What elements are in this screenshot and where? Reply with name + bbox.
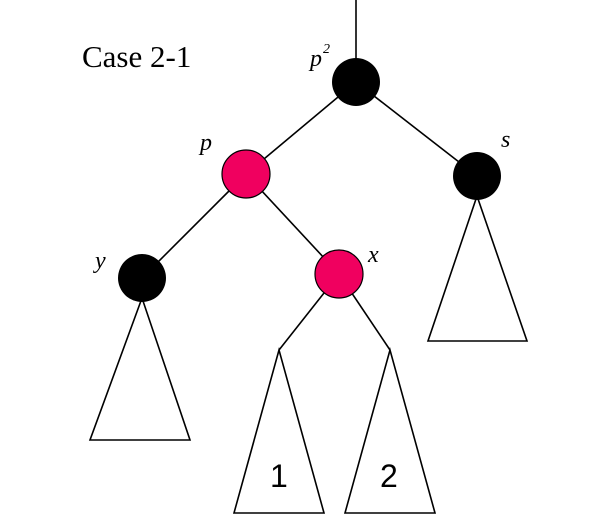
- node-p2: [332, 58, 380, 106]
- subtree-1: [232, 346, 326, 514]
- subtree-y: [88, 295, 192, 441]
- node-p-label: p: [198, 130, 212, 156]
- node-y: [118, 254, 166, 302]
- subtree-2-label: 2: [380, 458, 398, 494]
- subtree-2: [343, 346, 437, 514]
- node-y-label: y: [93, 248, 106, 274]
- node-s-label: s: [501, 127, 510, 153]
- node-x-label: x: [367, 242, 379, 268]
- subtree-1-label: 1: [270, 458, 288, 494]
- node-p2-label: p: [308, 46, 322, 72]
- node-p: [221, 149, 271, 199]
- node-p2-superscript: 2: [323, 42, 330, 57]
- edge-p2-s: [355, 81, 478, 177]
- node-s: [453, 152, 501, 200]
- node-x: [314, 249, 364, 299]
- subtree-s: [426, 193, 529, 342]
- case-title: Case 2-1: [82, 39, 191, 74]
